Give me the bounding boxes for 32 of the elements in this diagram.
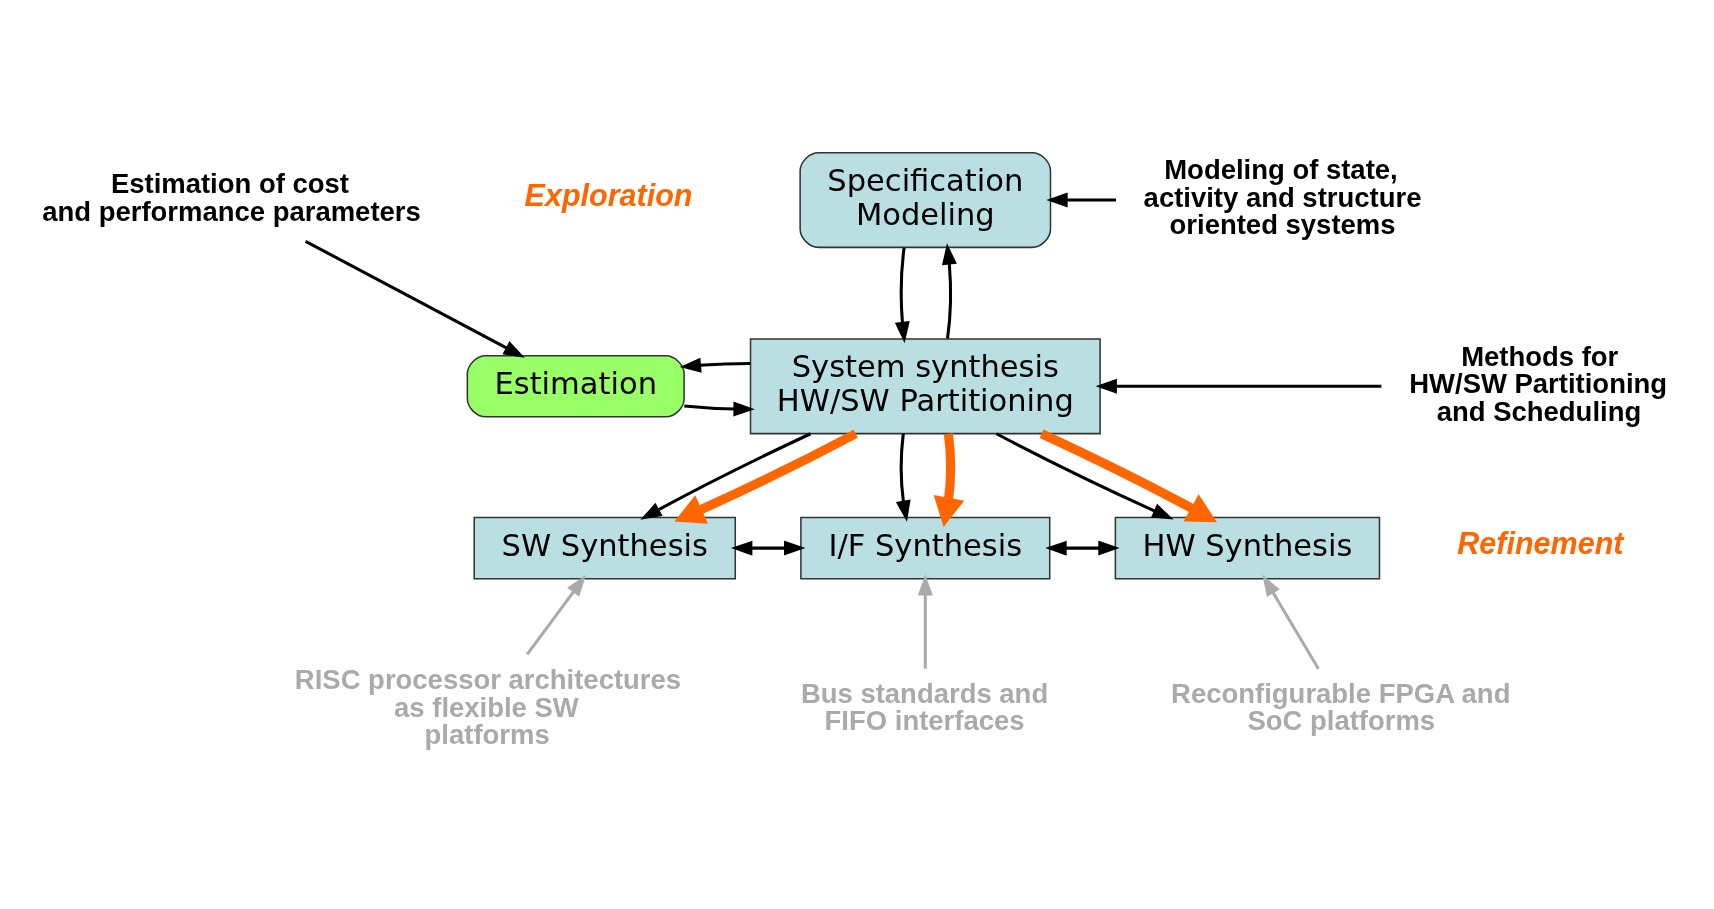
arrow xyxy=(684,401,755,416)
node-text: RISC processor architectures as flexible SW platforms xyxy=(294,663,682,750)
node-box: I/F Synthesis xyxy=(800,516,1051,579)
node-box: Specification Modeling xyxy=(799,151,1052,248)
arrow xyxy=(679,357,751,373)
arrow xyxy=(1046,192,1117,208)
arrow xyxy=(894,247,910,343)
node-text: Reconfigurable FPGA and SoC platforms xyxy=(1171,677,1511,736)
node-text: Methods for HW/SW Partitioning and Scheduling xyxy=(1409,340,1668,426)
arrow xyxy=(640,431,812,520)
arrow xyxy=(995,431,1174,519)
node-box: System synthesis HW/SW Partitioning xyxy=(749,337,1101,434)
arrow xyxy=(917,573,933,669)
node-text: Modeling of state, activity and structure oriented systems xyxy=(1143,153,1422,240)
arrow xyxy=(525,574,586,655)
arrow xyxy=(1095,378,1382,394)
node-text: Estimation of cost and performance parameters xyxy=(42,167,421,227)
arrow xyxy=(304,239,525,358)
arrow xyxy=(1262,574,1320,669)
node-box: HW Synthesis xyxy=(1114,516,1381,579)
node-text: Bus standards and FIFO interfaces xyxy=(800,677,1049,736)
label: Refinement xyxy=(1457,525,1624,560)
arrow xyxy=(941,242,957,339)
arrow xyxy=(1045,540,1120,556)
arrow xyxy=(674,429,858,524)
arrow xyxy=(895,433,911,522)
arrow xyxy=(730,540,806,556)
node-box: Estimation xyxy=(466,354,685,418)
arrow xyxy=(933,432,965,527)
label: Exploration xyxy=(524,177,693,212)
node-box: SW Synthesis xyxy=(473,516,737,579)
arrow xyxy=(1039,429,1218,522)
